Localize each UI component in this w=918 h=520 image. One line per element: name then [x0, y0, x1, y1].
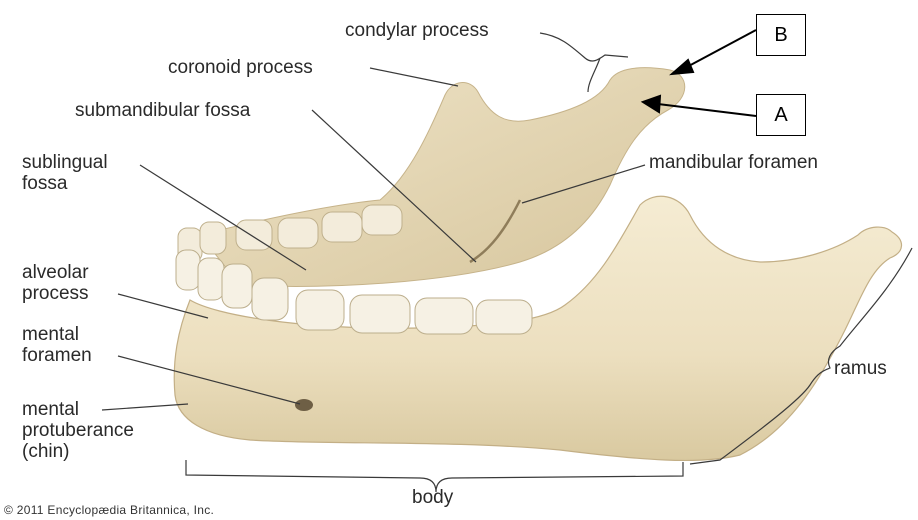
label-body: body — [412, 487, 453, 508]
label-sublingual-fossa-line1: sublingual — [22, 152, 108, 173]
label-mental-foramen-line2: foramen — [22, 345, 92, 366]
label-mental-protuberance-line3: (chin) — [22, 441, 70, 462]
label-ramus: ramus — [834, 358, 887, 379]
label-alveolar-process-line1: alveolar — [22, 262, 89, 283]
label-mandibular-foramen: mandibular foramen — [649, 152, 818, 173]
label-mental-protuberance-line2: protuberance — [22, 420, 134, 441]
label-submandibular-fossa: submandibular fossa — [75, 100, 250, 121]
label-coronoid-process: coronoid process — [168, 57, 313, 78]
label-sublingual-fossa-line2: fossa — [22, 173, 67, 194]
mental-foramen-hole — [295, 399, 313, 411]
box-b: B — [756, 14, 806, 56]
copyright-notice: © 2011 Encyclopædia Britannica, Inc. — [4, 503, 214, 517]
label-mental-foramen-line1: mental — [22, 324, 79, 345]
label-alveolar-process-line2: process — [22, 283, 89, 304]
label-mental-protuberance-line1: mental — [22, 399, 79, 420]
label-condylar-process: condylar process — [345, 20, 489, 41]
box-a: A — [756, 94, 806, 136]
